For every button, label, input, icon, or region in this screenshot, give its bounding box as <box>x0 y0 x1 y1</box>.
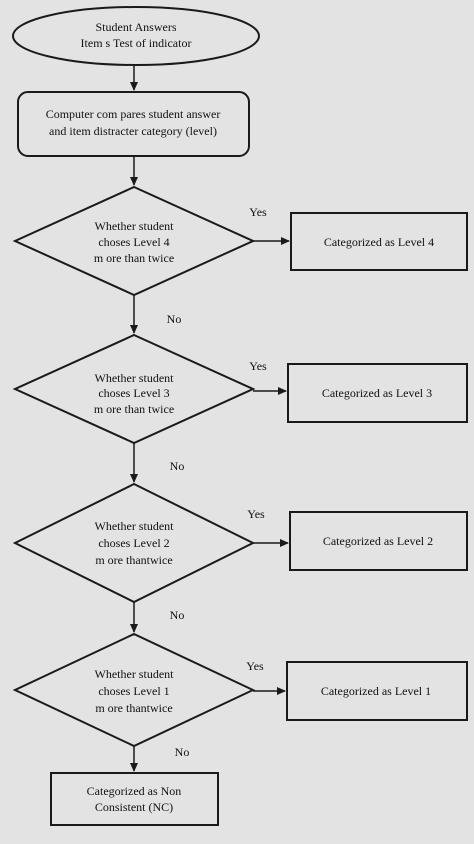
no-label-1: No <box>167 312 182 326</box>
start-terminal <box>12 6 260 66</box>
process-line-2: and item distracter category (level) <box>49 124 217 138</box>
start-line-2: Item s Test of indicator <box>81 36 192 50</box>
yes-label-level-3: Yes <box>249 359 267 373</box>
yes-label-level-1: Yes <box>246 659 264 673</box>
decision-3-line-1: Whether student <box>95 519 175 533</box>
start-line-1: Student Answers <box>96 20 177 34</box>
final-line-2: Consistent (NC) <box>95 800 173 814</box>
result-level-1: Categorized as Level 1 <box>321 684 431 698</box>
process-line-1: Computer com pares student answer <box>46 107 221 121</box>
decision-4-line-1: Whether student <box>95 667 175 681</box>
result-level-3: Categorized as Level 3 <box>322 386 432 400</box>
result-box-level-3 <box>287 363 468 423</box>
result-box-level-1 <box>286 661 468 721</box>
decision-3-line-3: m ore thantwice <box>95 553 172 567</box>
decision-2-line-2: choses Level 3 <box>98 386 169 400</box>
decision-3-line-2: choses Level 2 <box>98 536 169 550</box>
yes-label-level-2: Yes <box>247 507 265 521</box>
result-level-2: Categorized as Level 2 <box>323 534 433 548</box>
no-label-2: No <box>170 459 185 473</box>
result-level-4: Categorized as Level 4 <box>324 235 434 249</box>
decision-1-line-3: m ore than twice <box>94 251 174 265</box>
decision-1-line-1: Whether student <box>95 219 175 233</box>
decision-2-line-3: m ore than twice <box>94 402 174 416</box>
final-line-1: Categorized as Non <box>87 784 182 798</box>
result-box-level-4 <box>290 212 468 271</box>
decision-1-line-2: choses Level 4 <box>98 235 169 249</box>
yes-label-level-4: Yes <box>249 205 267 219</box>
no-label-3: No <box>170 608 185 622</box>
decision-2-line-1: Whether student <box>95 371 175 385</box>
final-box <box>50 772 219 826</box>
no-label-4: No <box>175 745 190 759</box>
decision-4-line-2: choses Level 1 <box>98 684 169 698</box>
result-box-level-2 <box>289 511 468 571</box>
decision-4-line-3: m ore thantwice <box>95 701 172 715</box>
